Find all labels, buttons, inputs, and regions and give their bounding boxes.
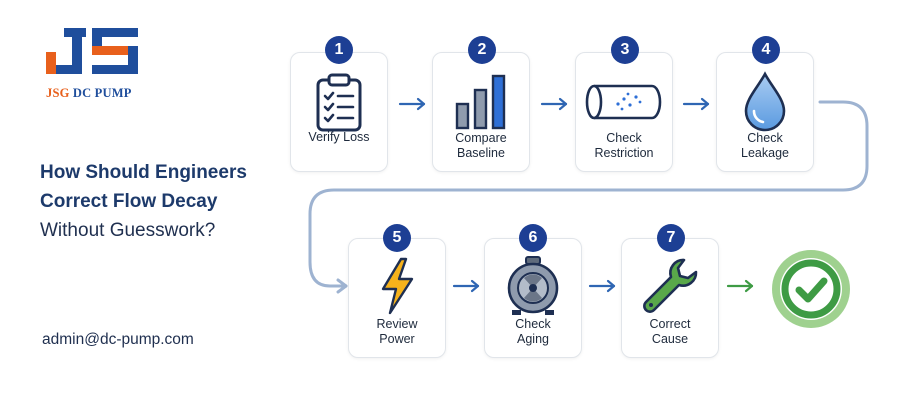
step-1-label: Verify Loss <box>308 130 370 144</box>
step-4-badge: 4 <box>752 36 780 64</box>
arrow-right-icon <box>682 97 710 111</box>
page-title: How Should Engineers Correct Flow Decay … <box>40 158 270 245</box>
bar-chart-icon <box>433 71 529 133</box>
brand-name: JSG DC PUMP <box>46 86 146 101</box>
arrow-right-icon <box>398 97 426 111</box>
arrow-right-icon <box>588 279 616 293</box>
pipe-restriction-icon <box>576 71 672 133</box>
step-6-badge: 6 <box>519 224 547 252</box>
page-title-regular: Without Guesswork? <box>40 220 216 241</box>
step-5-badge: 5 <box>383 224 411 252</box>
step-3-badge: 3 <box>611 36 639 64</box>
check-circle-icon <box>772 250 850 328</box>
page-title-bold: How Should Engineers Correct Flow Decay <box>40 162 247 212</box>
arrow-right-icon <box>452 279 480 293</box>
step-1-badge: 1 <box>325 36 353 64</box>
lightning-bolt-icon <box>349 255 445 317</box>
step-2-badge: 2 <box>468 36 496 64</box>
arrow-right-icon <box>540 97 568 111</box>
brand-name-jsg: JSG <box>46 86 70 100</box>
brand-logo <box>44 26 144 102</box>
wrench-icon <box>622 255 718 317</box>
arrow-right-icon <box>726 279 754 293</box>
step-1-card: Verify Loss <box>290 52 388 172</box>
brand-name-rest: DC PUMP <box>72 86 132 100</box>
water-drop-icon <box>717 71 813 133</box>
step-7-badge: 7 <box>657 224 685 252</box>
clipboard-checklist-icon <box>291 71 387 133</box>
contact-email[interactable]: admin@dc-pump.com <box>42 331 194 348</box>
logo-mark-icon <box>46 28 138 74</box>
motor-icon <box>485 255 581 317</box>
